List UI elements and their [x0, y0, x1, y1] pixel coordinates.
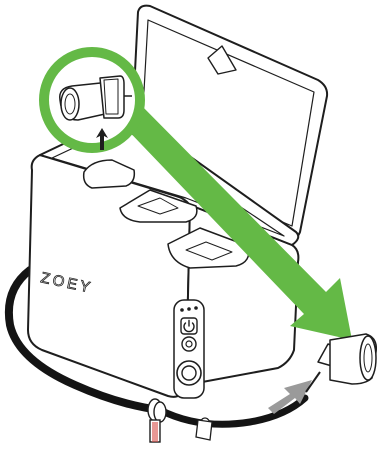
clamp-red — [152, 422, 158, 442]
hose-port[interactable] — [177, 361, 201, 385]
zoom-callout — [44, 52, 140, 150]
power-button[interactable] — [181, 318, 197, 334]
control-panel — [174, 300, 204, 398]
secondary-button[interactable] — [182, 337, 196, 351]
mask-icon — [306, 334, 376, 392]
